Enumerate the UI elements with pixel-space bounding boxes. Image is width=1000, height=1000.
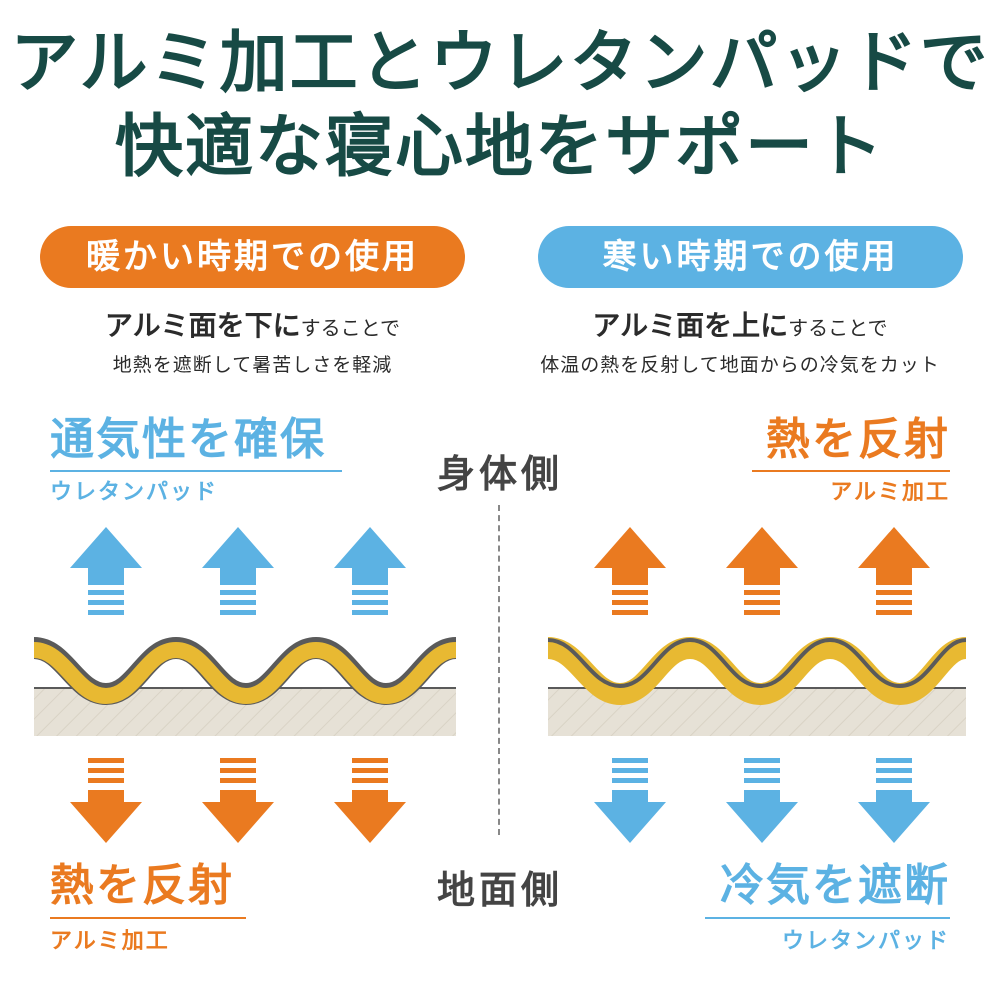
cold-season-badge: 寒い時期での使用: [538, 226, 963, 288]
warm-bottom-sub: アルミ加工: [50, 929, 170, 954]
arrow-up-icon: [594, 527, 666, 615]
cold-wave-outline: [547, 637, 967, 689]
arrow-up-icon: [202, 527, 274, 615]
center-divider: [498, 505, 500, 835]
cold-down-arrows: [594, 758, 930, 843]
warm-wave-pad: [32, 641, 458, 705]
arrow-up-icon: [334, 527, 406, 615]
warm-down-arrows: [70, 758, 406, 843]
arrow-up-icon: [858, 527, 930, 615]
cold-bottom-sub: ウレタンパッド: [781, 929, 950, 954]
body-side-label: 身体側: [436, 452, 563, 496]
arrow-down-icon: [858, 758, 930, 843]
arrow-up-icon: [70, 527, 142, 615]
warm-up-arrows: [70, 527, 406, 615]
warm-season-badge: 暖かい時期での使用: [40, 226, 465, 288]
warm-description-line1: アルミ面を下にすることで: [40, 306, 465, 348]
main-title-line2: 快適な寝心地をサポート: [114, 108, 885, 187]
arrow-down-icon: [594, 758, 666, 843]
warm-top-rule: [50, 470, 342, 472]
main-title-line1: アルミ加工とウレタンパッドで: [10, 24, 990, 103]
cold-bottom-heading: 冷気を遮断: [720, 860, 950, 911]
ground-side-label: 地面側: [436, 868, 563, 912]
warm-description-bold: アルミ面を下に: [104, 309, 301, 342]
cold-up-arrows: [594, 527, 930, 615]
cold-description-bold: アルミ面を上に: [592, 309, 789, 342]
cold-bottom-rule: [705, 917, 950, 919]
arrow-up-icon: [726, 527, 798, 615]
cold-top-rule: [752, 470, 950, 472]
cold-description-line2: 体温の熱を反射して地面からの冷気をカット: [540, 354, 940, 376]
arrow-down-icon: [334, 758, 406, 843]
arrow-down-icon: [70, 758, 142, 843]
cold-top-sub: アルミ加工: [830, 480, 950, 505]
warm-top-sub: ウレタンパッド: [50, 480, 219, 505]
cold-wave-pad: [546, 636, 968, 706]
warm-top-heading: 通気性を確保: [50, 414, 326, 465]
warm-bottom-rule: [50, 917, 246, 919]
warm-description-small: することで: [300, 316, 401, 340]
arrow-down-icon: [726, 758, 798, 843]
cold-description-line1: アルミ面を上にすることで: [500, 306, 980, 348]
warm-description-line2: 地熱を遮断して暑苦しさを軽減: [112, 354, 393, 376]
arrow-down-icon: [202, 758, 274, 843]
cold-description-small: することで: [788, 316, 888, 340]
warm-bottom-heading: 熱を反射: [50, 860, 234, 911]
cold-top-heading: 熱を反射: [766, 414, 950, 465]
